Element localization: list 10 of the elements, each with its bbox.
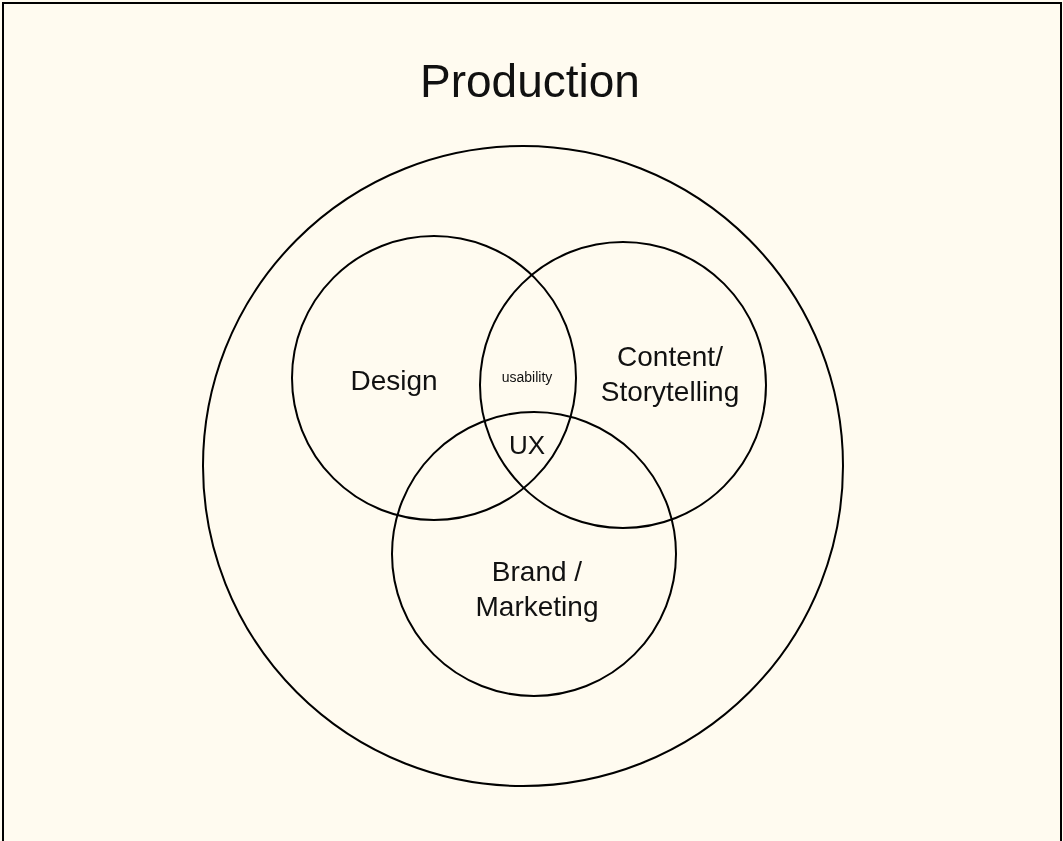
overlap-label: UX [508,428,546,462]
diagram-title: Production [420,54,640,110]
circle-label: Content/ Storytelling [599,340,741,409]
outer-circle [202,145,844,787]
circle-label: Design [349,363,439,398]
circle-label: Brand / Marketing [474,555,600,624]
venn-circle [479,241,767,529]
overlap-label: usability [501,369,553,387]
venn-circle [291,235,577,521]
venn-circle [391,411,677,697]
